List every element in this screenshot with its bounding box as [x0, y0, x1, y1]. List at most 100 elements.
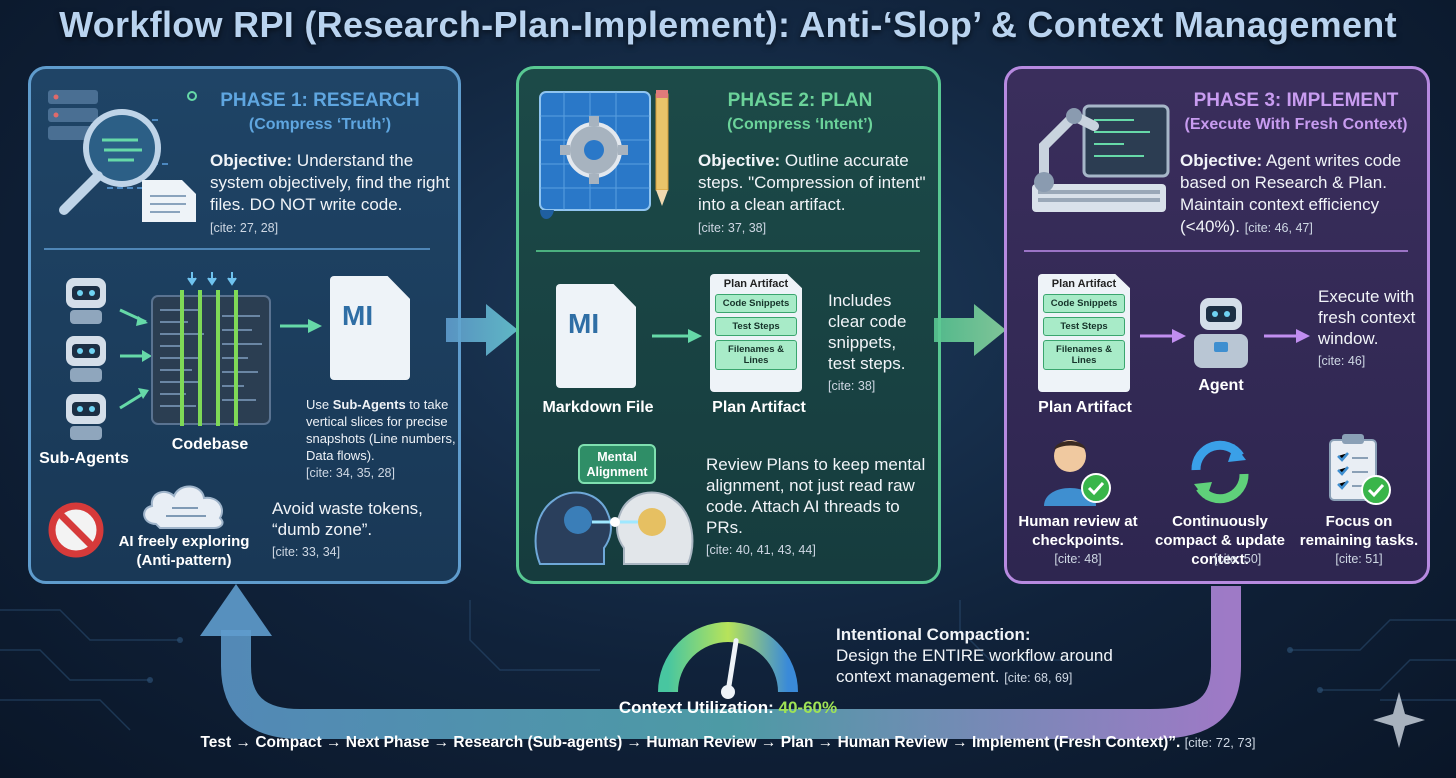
sparkle-icon — [1373, 692, 1425, 748]
artifact-chip-test-steps: Test Steps — [1043, 317, 1125, 336]
markdown-file-label: Markdown File — [542, 399, 654, 416]
phase1-divider — [44, 248, 430, 250]
compact-cite: [cite: 50] — [1214, 552, 1262, 566]
artifact-title: Plan Artifact — [723, 278, 789, 290]
clipboard-checklist-icon — [1329, 434, 1391, 505]
flow-cite: [cite: 72, 73] — [1184, 735, 1256, 750]
research-magnifier-icon — [48, 90, 197, 222]
intentional-compaction: Intentional Compaction: Design the ENTIR… — [836, 624, 1136, 689]
sub-agents-description: Use Sub-Agents to take vertical slices f… — [306, 396, 456, 482]
markdown-glyph: MI — [342, 300, 374, 331]
review-text: Review Plans to keep mental alignment, n… — [706, 454, 932, 561]
markdown-glyph: MI — [568, 308, 600, 339]
execute-text-body: Execute with fresh context window. — [1318, 287, 1416, 348]
objective-text: Outline accurate steps. "Compression of … — [698, 151, 926, 214]
mental-alignment-bubble: Mental Alignment — [578, 444, 656, 484]
phase3-subtitle: (Execute With Fresh Context) — [1184, 116, 1408, 133]
phase2-divider — [536, 250, 920, 252]
compaction-cite: [cite: 68, 69] — [1004, 671, 1073, 685]
arrow-to-plan-artifact — [652, 329, 702, 343]
agent-label: Agent — [1198, 377, 1244, 394]
use-bold: Sub-Agents — [332, 397, 406, 412]
human-review-person-check-icon — [1044, 440, 1111, 506]
compaction-title: Intentional Compaction: — [836, 625, 1031, 644]
objective-label: Objective: — [210, 151, 293, 170]
human-review-cite: [cite: 48] — [1054, 552, 1102, 566]
use-suffix: to take vertical slices for precise snap… — [306, 397, 456, 463]
plan-artifact-document: Plan Artifact Code Snippets Test Steps F… — [1038, 274, 1130, 392]
flow-text: Test → Compact → Next Phase → Research (… — [200, 734, 1181, 751]
includes-text: Includes clear code snippets, test steps… — [828, 290, 928, 397]
compact-label: Continuously compact & update context. — [1154, 513, 1286, 568]
codebase-label: Codebase — [171, 436, 249, 453]
phase2-subtitle: (Compress ‘Intent’) — [727, 116, 873, 133]
review-cite: [cite: 40, 41, 43, 44] — [706, 543, 816, 557]
mental-alignment-heads-icon — [534, 491, 694, 565]
arrow-to-markdown — [280, 319, 322, 333]
gauge-value: 40-60% — [778, 698, 838, 717]
artifact-chip-filenames: Filenames & Lines — [715, 340, 797, 370]
arrow-phase2-to-phase3 — [934, 304, 1006, 356]
agent-robot-icon — [1194, 298, 1248, 368]
phase2-title: PHASE 2: PLAN — [727, 90, 873, 111]
plan-artifact-label: Plan Artifact — [1038, 399, 1132, 416]
context-utilization-gauge — [658, 622, 798, 699]
includes-cite: [cite: 38] — [828, 379, 876, 393]
codebase-icon — [151, 272, 271, 426]
objective-cite: [cite: 37, 38] — [698, 221, 767, 235]
page-title: Workflow RPI (Research-Plan-Implement): … — [59, 4, 1397, 45]
objective-label: Objective: — [1180, 151, 1263, 170]
objective-text: Understand the system objectively, find … — [210, 151, 450, 214]
arrows-to-codebase — [119, 308, 152, 410]
gauge-needle — [725, 638, 739, 695]
objective-label: Objective: — [698, 151, 781, 170]
sub-agents-robot-icons — [66, 278, 106, 440]
arrow-phase1-to-phase2 — [446, 304, 518, 356]
phase2-objective: Objective: Outline accurate steps. "Comp… — [698, 150, 930, 239]
avoid-text: Avoid waste tokens, “dumb zone”. [cite: … — [272, 498, 452, 563]
artifact-chip-code-snippets: Code Snippets — [1043, 294, 1125, 313]
phase3-objective: Objective: Agent writes code based on Re… — [1180, 150, 1426, 239]
review-text-body: Review Plans to keep mental alignment, n… — [706, 455, 926, 537]
artifact-title: Plan Artifact — [1051, 278, 1117, 290]
gauge-label: Context Utilization: — [618, 698, 779, 717]
human-review-label: Human review at checkpoints. — [1018, 513, 1138, 549]
arrow-to-agent — [1140, 329, 1186, 343]
objective-text: Agent writes code based on Research & Pl… — [1180, 151, 1402, 236]
context-utilization-label: Context Utilization: 40-60% — [596, 698, 860, 718]
artifact-chip-code-snippets: Code Snippets — [715, 294, 797, 313]
anti-pattern-label: AI freely exploring (Anti-pattern) — [118, 533, 250, 569]
phase1-objective: Objective: Understand the system objecti… — [210, 150, 450, 239]
compaction-text: Design the ENTIRE workflow around contex… — [836, 646, 1113, 686]
bottom-flow-sequence: Test → Compact → Next Phase → Research (… — [0, 734, 1456, 752]
plan-artifact-label: Plan Artifact — [712, 399, 806, 416]
avoid-text-body: Avoid waste tokens, “dumb zone”. — [272, 499, 423, 539]
cloud-icon — [143, 485, 224, 529]
avoid-cite: [cite: 33, 34] — [272, 545, 341, 559]
execute-cite: [cite: 46] — [1318, 354, 1366, 368]
includes-text-body: Includes clear code snippets, test steps… — [828, 291, 907, 373]
robot-arm-computer-icon — [1032, 104, 1170, 212]
plan-artifact-document: Plan Artifact Code Snippets Test Steps F… — [710, 274, 802, 392]
execute-text: Execute with fresh context window. [cite… — [1318, 286, 1422, 372]
use-prefix: Use — [306, 397, 333, 412]
sub-agents-label: Sub-Agents — [39, 450, 129, 467]
phase1-title: PHASE 1: RESEARCH — [220, 90, 420, 111]
artifact-chip-filenames: Filenames & Lines — [1043, 340, 1125, 370]
focus-cite: [cite: 51] — [1335, 552, 1383, 566]
objective-cite: [cite: 27, 28] — [210, 221, 279, 235]
phase3-title: PHASE 3: IMPLEMENT — [1193, 90, 1399, 111]
focus-label: Focus on remaining tasks. — [1299, 513, 1419, 549]
use-cite: [cite: 34, 35, 28] — [306, 466, 395, 480]
markdown-file-icon: MI — [330, 276, 410, 380]
objective-cite: [cite: 46, 47] — [1244, 221, 1313, 235]
phase3-divider — [1024, 250, 1408, 252]
arrow-to-execute — [1264, 329, 1310, 343]
prohibited-icon — [48, 502, 104, 558]
blueprint-gear-icon — [539, 90, 669, 219]
artifact-chip-test-steps: Test Steps — [715, 317, 797, 336]
compact-cycle-icon — [1191, 440, 1249, 504]
phase1-subtitle: (Compress ‘Truth’) — [248, 116, 392, 133]
feedback-loop-arrow — [200, 584, 1241, 739]
